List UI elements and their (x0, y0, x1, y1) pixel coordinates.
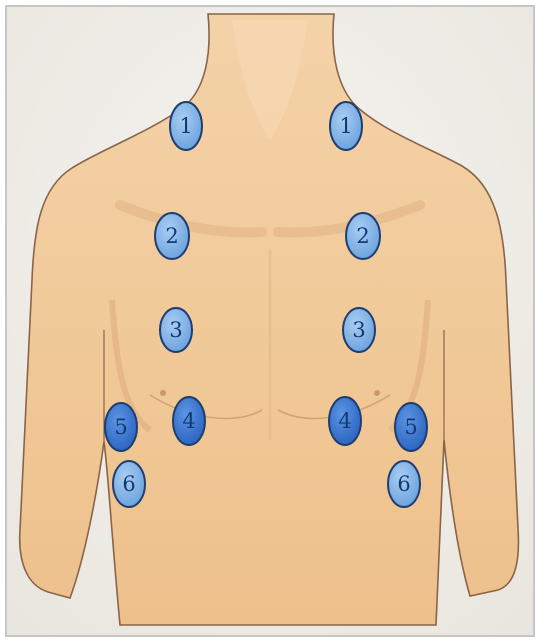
marker-left-5: 5 (105, 403, 137, 451)
marker-right-6: 6 (388, 461, 420, 507)
marker-label: 3 (352, 318, 365, 342)
marker-right-3: 3 (343, 308, 375, 352)
marker-label: 6 (122, 472, 135, 496)
marker-label: 2 (356, 224, 369, 248)
right-nipple (374, 390, 380, 396)
marker-left-4: 4 (173, 397, 205, 445)
marker-label: 5 (114, 415, 127, 439)
marker-label: 1 (179, 114, 192, 138)
marker-left-1: 1 (170, 102, 202, 150)
marker-left-3: 3 (160, 308, 192, 352)
marker-right-5: 5 (395, 403, 427, 451)
marker-label: 3 (169, 318, 182, 342)
marker-label: 6 (397, 472, 410, 496)
marker-right-1: 1 (330, 102, 362, 150)
marker-label: 2 (165, 224, 178, 248)
marker-right-4: 4 (329, 397, 361, 445)
left-nipple (160, 390, 166, 396)
marker-left-6: 6 (113, 461, 145, 507)
marker-label: 5 (404, 415, 417, 439)
marker-label: 1 (339, 114, 352, 138)
marker-right-2: 2 (346, 213, 380, 259)
marker-label: 4 (338, 409, 351, 433)
marker-left-2: 2 (155, 213, 189, 259)
marker-label: 4 (182, 409, 195, 433)
